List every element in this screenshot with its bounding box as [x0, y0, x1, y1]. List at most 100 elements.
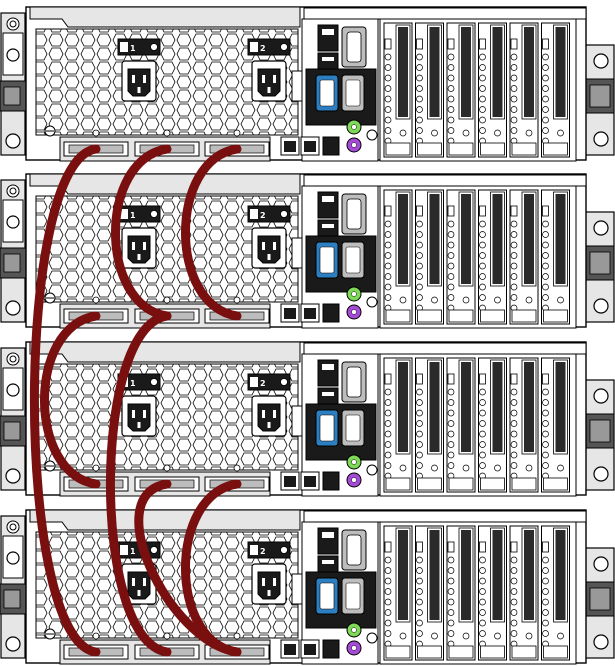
pci-vent-hole [510, 231, 518, 238]
pci-vent-hole [542, 451, 549, 459]
pci-vent-hole [384, 577, 392, 585]
pci-slot-foot [511, 477, 537, 491]
screw-icon [9, 523, 17, 531]
mgmt-port [322, 303, 340, 323]
pci-vent-hole [542, 598, 549, 606]
pci-vent-hole [447, 116, 455, 124]
pci-vent-hole [479, 441, 486, 448]
pci-vent-hole [447, 294, 455, 301]
ear-hole [593, 634, 609, 650]
pci-vent-hole [479, 252, 486, 259]
pci-vent-hole [416, 556, 423, 564]
pci-vent-hole [384, 451, 392, 459]
pci-vent-hole [447, 420, 455, 427]
pci-vent-hole [416, 451, 423, 459]
pci-vent-hole [431, 632, 438, 640]
mgmt-port [322, 471, 340, 491]
pci-vent-hole [462, 129, 470, 137]
pci-vent-hole [542, 294, 549, 301]
pci-vent-hole [510, 598, 518, 606]
socket-pin [267, 590, 271, 596]
pci-vent-hole [416, 283, 423, 291]
top-bezel [29, 173, 301, 195]
pci-vent-hole [479, 294, 486, 301]
psu-led-icon [280, 43, 288, 51]
pci-vent-hole [542, 64, 549, 71]
pci-vent-hole [447, 220, 455, 228]
network-port-socket [304, 141, 316, 152]
pci-slot-foot [511, 142, 537, 156]
network-port-socket [284, 141, 296, 152]
serial-port-inner [345, 79, 361, 107]
ear-hole [593, 388, 609, 404]
pci-vent-hole [557, 464, 564, 472]
usb-port [317, 219, 339, 239]
pci-vent-hole [416, 609, 423, 616]
pci-vent-hole [462, 296, 470, 304]
ear-hole [5, 468, 21, 484]
pci-vent-hole [447, 399, 455, 406]
socket-pin [262, 242, 265, 250]
pci-vent-hole [542, 116, 549, 124]
pci-vent-hole [416, 420, 423, 427]
pci-vent-hole [447, 53, 455, 61]
pci-vent-hole [525, 632, 533, 640]
cable [181, 144, 242, 321]
pci-vent-hole [416, 116, 423, 124]
pci-vent-hole [384, 294, 392, 301]
pci-slot-foot [480, 645, 505, 659]
pci-vent-hole [510, 609, 518, 616]
pci-vent-hole [479, 106, 486, 113]
pci-bracket-slot [492, 194, 503, 284]
socket-pin [132, 410, 135, 418]
pci-vent-hole [542, 53, 549, 61]
top-bezel [29, 6, 301, 28]
pci-vent-hole [447, 273, 455, 280]
pci-vent-hole [384, 556, 392, 564]
io-tab [291, 70, 303, 102]
pci-vent-hole [447, 231, 455, 238]
pci-vent-hole [542, 409, 549, 417]
network-port-socket [304, 644, 316, 655]
socket-pin [132, 242, 135, 250]
pci-vent-hole [384, 399, 392, 406]
pci-vent-hole [384, 283, 392, 291]
pci-vent-hole [510, 252, 518, 259]
pci-vent-hole [416, 598, 423, 606]
usb-port [317, 191, 339, 219]
socket-pin [143, 242, 146, 250]
pci-vent-hole [510, 106, 518, 113]
pci-vent-hole [542, 630, 549, 637]
port-led-icon [92, 129, 100, 137]
pci-vent-hole [542, 231, 549, 238]
pci-bracket-slot [555, 362, 566, 452]
pci-slot-latch [479, 205, 486, 217]
pci-vent-hole [557, 129, 564, 137]
ear-latch-inner [3, 589, 21, 609]
pci-vent-hole [416, 430, 423, 438]
port-led-icon [92, 296, 100, 304]
pci-bracket-slot [524, 194, 534, 284]
pci-vent-hole [510, 241, 518, 249]
pci-vent-hole [384, 273, 392, 280]
pci-vent-hole [479, 598, 486, 606]
pci-slot-latch [510, 38, 518, 50]
pci-slot-foot [480, 309, 505, 323]
pci-vent-hole [479, 388, 486, 396]
pci-vent-hole [416, 64, 423, 71]
pci-vent-hole [447, 127, 455, 134]
psu-led-icon [280, 378, 288, 386]
usb-port [317, 52, 339, 72]
psu-number-label: 1 [130, 547, 136, 556]
pci-vent-hole [542, 262, 549, 270]
pci-vent-hole [494, 129, 501, 137]
ear-hole [5, 133, 21, 149]
pci-slot-latch [416, 205, 423, 217]
usb-port-slot [322, 29, 334, 35]
pci-vent-hole [479, 399, 486, 406]
pci-slot-foot [543, 142, 568, 156]
pci-bracket-slot [461, 362, 471, 452]
pci-vent-hole [384, 74, 392, 82]
pci-vent-hole [510, 619, 518, 627]
